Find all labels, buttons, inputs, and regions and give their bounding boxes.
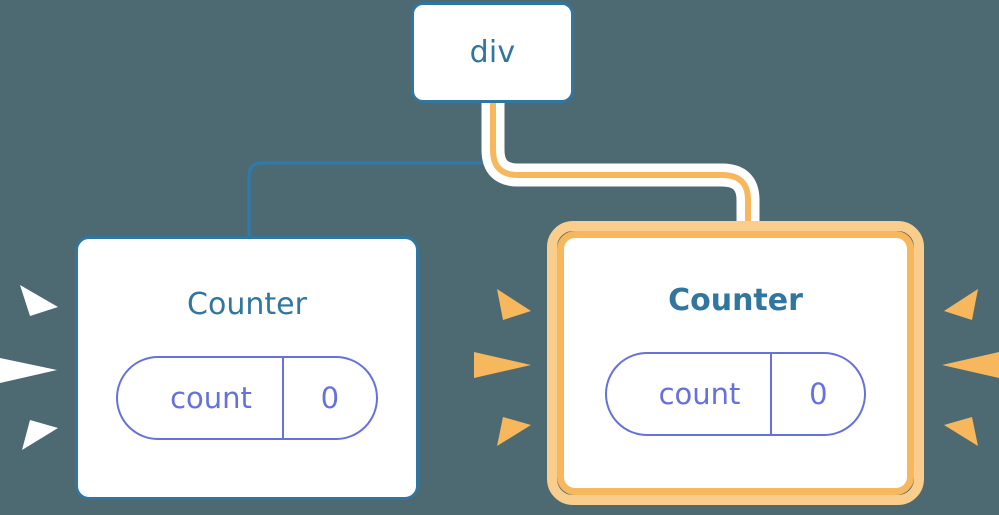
node-counter-right-frame: Counter count 0 <box>557 231 914 495</box>
sparkle-right-box-left-burst <box>474 289 531 446</box>
node-counter-right[interactable]: Counter count 0 <box>547 221 924 505</box>
edge-div-to-counter-left <box>247 103 495 236</box>
sparkle-left-box-left-burst <box>0 285 58 450</box>
prop-value-label: 0 <box>281 358 376 438</box>
prop-pill-count-left: count 0 <box>116 356 378 440</box>
sparkle-right-box-right-burst <box>942 289 999 446</box>
edge-div-to-counter-right-halo <box>481 103 760 240</box>
node-counter-left-label: Counter <box>187 287 307 322</box>
prop-key-label: count <box>658 376 741 411</box>
node-div-label: div <box>469 34 516 70</box>
prop-value-label: 0 <box>770 354 864 434</box>
node-counter-right-label: Counter <box>668 283 803 318</box>
node-counter-left[interactable]: Counter count 0 <box>75 236 419 500</box>
node-div[interactable]: div <box>411 2 574 103</box>
prop-key-label: count <box>170 380 252 415</box>
prop-pill-count-right: count 0 <box>604 352 867 436</box>
edge-div-to-counter-right <box>490 103 751 240</box>
